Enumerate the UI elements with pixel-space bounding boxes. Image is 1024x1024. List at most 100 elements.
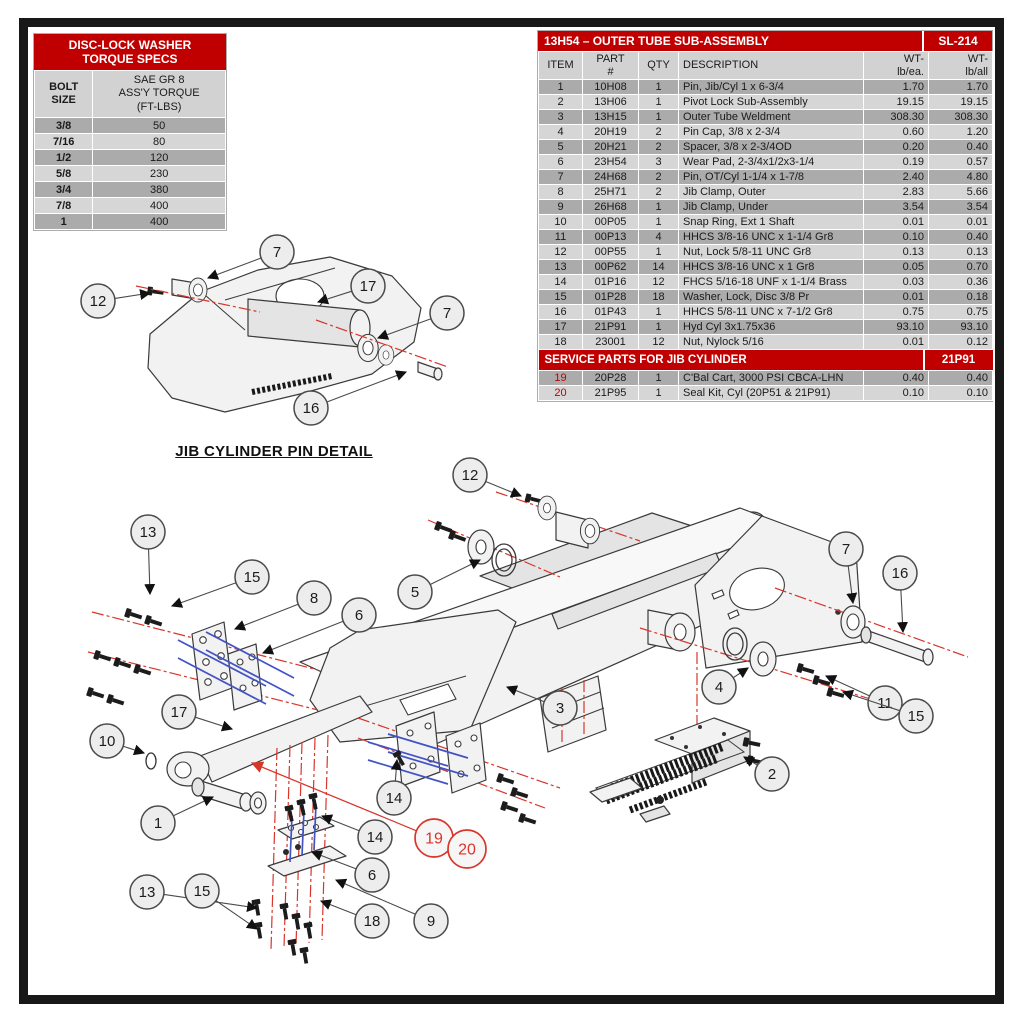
svg-text:11: 11 [877, 695, 893, 712]
svg-text:2: 2 [768, 766, 776, 783]
svg-text:16: 16 [892, 565, 909, 582]
callout-14: 14 [320, 814, 393, 855]
svg-text:6: 6 [368, 867, 376, 884]
callout-7: 7 [828, 531, 864, 605]
callout-6: 6 [261, 597, 377, 655]
svg-text:3: 3 [556, 700, 564, 717]
callout-4: 4 [701, 667, 749, 705]
svg-text:6: 6 [355, 607, 363, 624]
callout-2: 2 [743, 756, 790, 792]
torque-col-bolt-size: BOLT SIZE [33, 70, 94, 118]
callout-18: 18 [319, 899, 390, 939]
svg-text:17: 17 [171, 704, 188, 721]
callout-5: 5 [397, 559, 481, 610]
parts-table-header-bar: 13H54 – OUTER TUBE SUB-ASSEMBLY SL-214 [538, 31, 992, 51]
svg-text:4: 4 [715, 679, 723, 696]
svg-text:12: 12 [90, 293, 107, 310]
col-part-number: PART # [582, 51, 639, 80]
svg-text:1: 1 [154, 815, 162, 832]
svg-text:20: 20 [458, 841, 476, 858]
svg-text:15: 15 [194, 883, 211, 900]
callout-13: 13 [130, 514, 166, 596]
svg-text:5: 5 [411, 584, 419, 601]
callout-7: 7 [376, 295, 465, 340]
col-wt-each: WT- lb/ea. [863, 51, 929, 80]
outer-tube-exploded-drawing [86, 491, 969, 965]
callout-15: 15 [841, 689, 934, 734]
svg-text:16: 16 [303, 400, 320, 417]
sheet-code: SL-214 [922, 31, 992, 51]
callout-17: 17 [316, 268, 386, 305]
svg-text:12: 12 [462, 467, 479, 484]
callout-19: 19 [250, 761, 454, 858]
callout-16: 16 [882, 555, 918, 634]
svg-text:7: 7 [273, 244, 281, 261]
col-wt-all: WT- lb/all [928, 51, 993, 80]
service-parts-header-row: SERVICE PARTS FOR JIB CYLINDER 21P91 [538, 350, 993, 371]
col-qty: QTY [638, 51, 679, 80]
callout-12: 12 [452, 457, 523, 498]
svg-text:17: 17 [360, 278, 377, 295]
svg-text:13: 13 [140, 524, 157, 541]
callout-14: 14 [376, 758, 412, 816]
parts-header-row: ITEM PART # QTY DESCRIPTION WT- lb/ea. W… [538, 51, 993, 80]
col-item: ITEM [538, 51, 583, 80]
svg-text:7: 7 [842, 541, 850, 558]
torque-spec-table: DISC-LOCK WASHER TORQUE SPECS BOLT SIZE … [33, 33, 227, 231]
svg-text:7: 7 [443, 305, 451, 322]
pin-detail-caption: JIB CYLINDER PIN DETAIL [175, 443, 373, 460]
callout-9: 9 [334, 878, 449, 939]
service-parts-code: 21P91 [922, 350, 993, 370]
callout-7: 7 [206, 234, 295, 280]
svg-text:14: 14 [367, 829, 384, 846]
svg-text:15: 15 [908, 708, 925, 725]
jib-cylinder-pin-detail-drawing [135, 256, 449, 413]
service-parts-title: SERVICE PARTS FOR JIB CYLINDER [544, 354, 747, 366]
callout-12: 12 [80, 283, 152, 319]
col-description: DESCRIPTION [678, 51, 864, 80]
svg-text:9: 9 [427, 913, 435, 930]
torque-table-title: DISC-LOCK WASHER TORQUE SPECS [34, 34, 226, 70]
callout-1: 1 [140, 796, 214, 841]
callout-10: 10 [89, 723, 146, 759]
parts-list-table: 13H54 – OUTER TUBE SUB-ASSEMBLY SL-214 I… [537, 30, 993, 402]
svg-text:18: 18 [364, 913, 381, 930]
callout-11: 11 [824, 675, 903, 721]
callout-16: 16 [293, 370, 408, 426]
svg-text:19: 19 [425, 830, 443, 847]
parts-table-title: 13H54 – OUTER TUBE SUB-ASSEMBLY [544, 34, 769, 48]
svg-text:13: 13 [139, 884, 156, 901]
callout-3: 3 [505, 685, 578, 726]
callout-8: 8 [233, 580, 332, 631]
callout-20: 20 [447, 829, 487, 869]
callout-15: 15 [170, 559, 270, 608]
callout-6: 6 [310, 850, 390, 893]
